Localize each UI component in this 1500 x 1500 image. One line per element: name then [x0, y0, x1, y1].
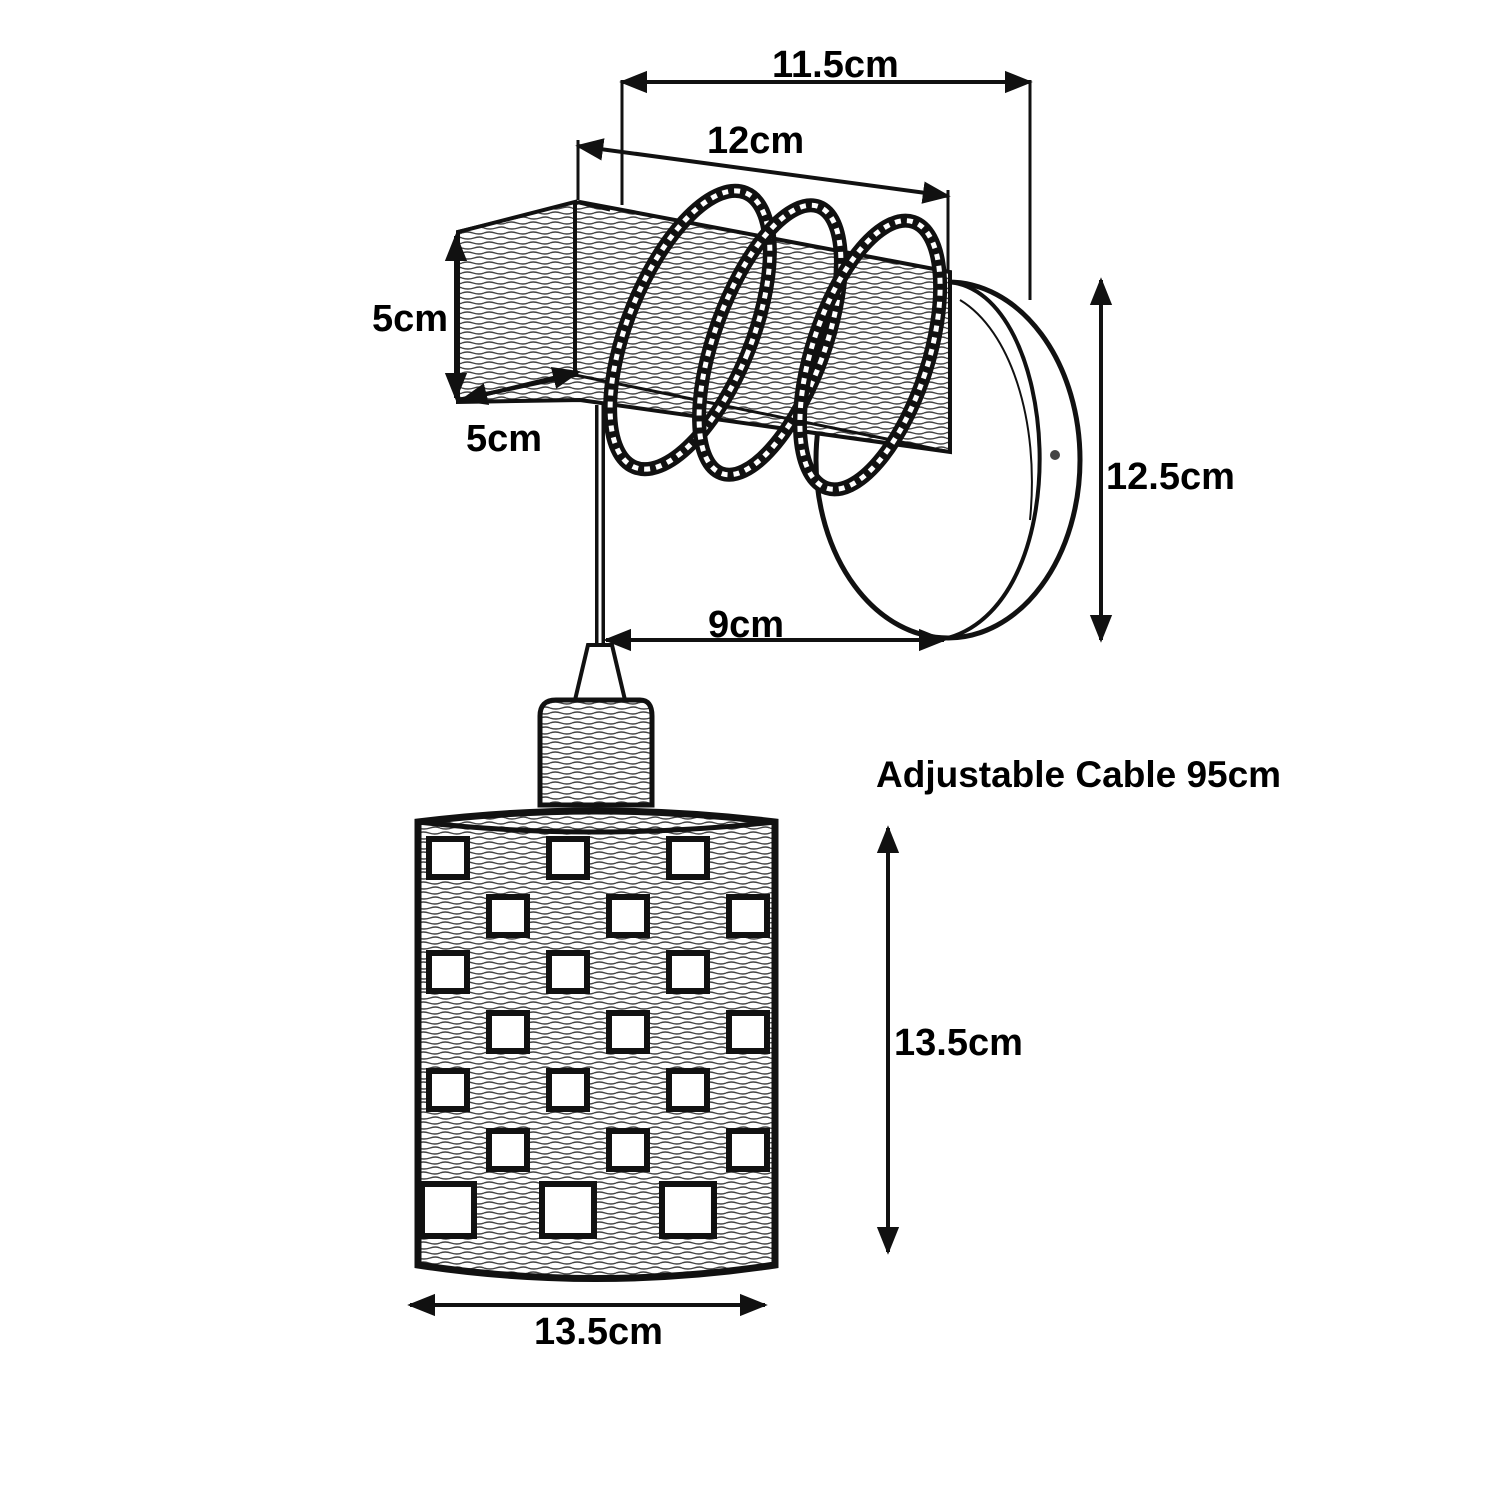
shade-cutout	[666, 1068, 710, 1112]
shade-cutout	[486, 1010, 530, 1054]
label-width-top: 11.5cm	[772, 44, 899, 86]
lamp-holder	[537, 643, 655, 808]
label-projection: 9cm	[708, 604, 785, 646]
shade-cutout	[726, 1010, 770, 1054]
cage-shade	[414, 807, 779, 1282]
shade-cutout	[486, 1128, 530, 1172]
dimension-arm-length	[575, 138, 951, 270]
label-shade-height: 13.5cm	[894, 1022, 1023, 1064]
shade-cutout	[419, 1181, 477, 1239]
shade-cutout	[539, 1181, 597, 1239]
label-backplate-height: 12.5cm	[1106, 456, 1235, 498]
label-arm-length: 12cm	[707, 120, 805, 162]
shade-cutout	[426, 1068, 470, 1112]
shade-cutout	[726, 894, 770, 938]
shade-cutout	[426, 950, 470, 994]
label-shade-width: 13.5cm	[534, 1311, 663, 1353]
shade-cutout	[666, 836, 710, 880]
shade-cutout	[486, 894, 530, 938]
shade-cutout	[659, 1181, 717, 1239]
label-block-height: 5cm	[372, 298, 449, 340]
shade-cutout	[726, 1128, 770, 1172]
shade-cutout	[606, 894, 650, 938]
dimension-block-depth	[459, 367, 581, 405]
shade-cutout	[666, 950, 710, 994]
label-cable-note: Adjustable Cable 95cm	[876, 754, 1282, 795]
shade-cutout	[426, 836, 470, 880]
shade-cutout	[606, 1010, 650, 1054]
shade-cutout	[606, 1128, 650, 1172]
shade-cutout	[546, 950, 590, 994]
label-block-depth: 5cm	[466, 418, 543, 460]
shade-cutout	[546, 836, 590, 880]
shade-cutout	[546, 1068, 590, 1112]
